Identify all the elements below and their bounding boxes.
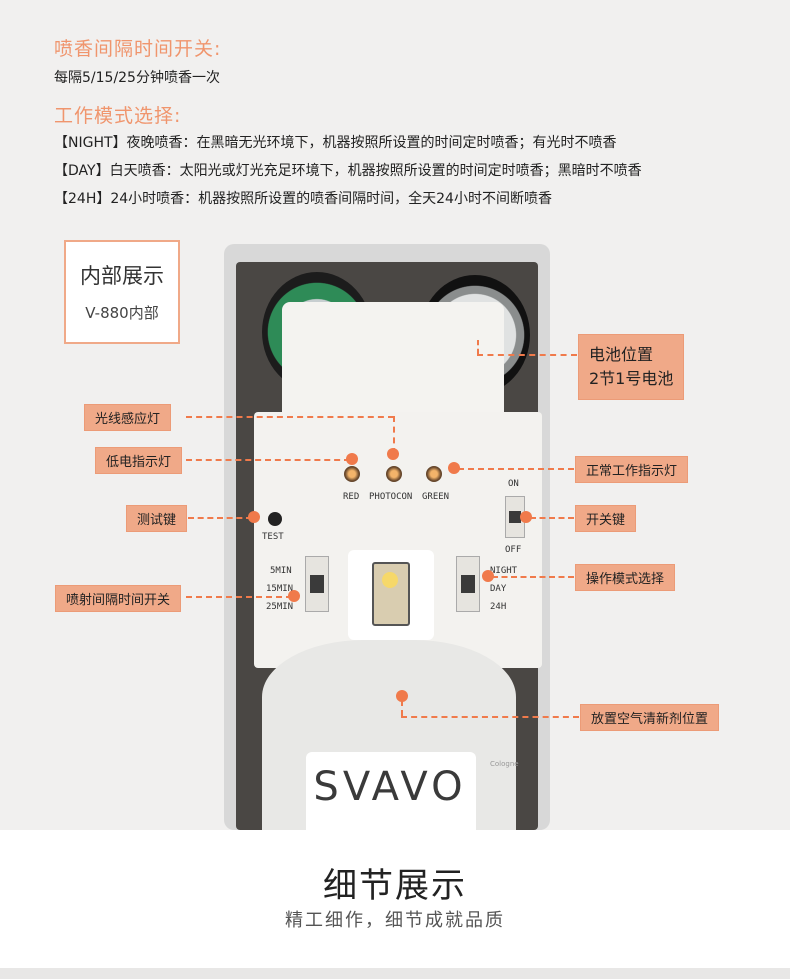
green-led-label: GREEN — [422, 492, 450, 502]
light-sensor-callout: 光线感应灯 — [84, 404, 172, 431]
refill-leader-h — [401, 716, 579, 718]
light-sensor-point — [387, 448, 399, 460]
nozzle — [372, 562, 410, 626]
low-battery-leader — [186, 459, 350, 461]
interval-5min-label: 5MIN — [270, 566, 292, 576]
battery-callout: 电池位置 2节1号电池 — [578, 334, 685, 400]
mode-select-leader — [492, 576, 574, 578]
mode-24h-label: 24H — [490, 602, 507, 612]
bottom-divider — [0, 968, 790, 979]
battery-leader-v — [477, 340, 479, 354]
mode-select-callout: 操作模式选择 — [575, 564, 676, 591]
mode-day-text: 【DAY】白天喷香：太阳光或灯光充足环境下，机器按照所设置的时间定时喷香；黑暗时… — [54, 163, 642, 179]
test-button[interactable] — [268, 512, 282, 526]
battery-cover — [282, 302, 504, 422]
mode-24h-text: 【24H】24小时喷香：机器按照所设置的喷香间隔时间，全天24小时不间断喷香 — [54, 191, 552, 207]
interval-text: 每隔5/15/25分钟喷香一次 — [54, 70, 220, 86]
can-label — [306, 752, 476, 830]
header-section — [0, 0, 790, 232]
battery-callout-line2: 2节1号电池 — [589, 369, 674, 388]
red-led-label: RED — [343, 492, 360, 502]
interval-15min-label: 15MIN — [266, 584, 294, 594]
light-sensor-leader-h — [186, 416, 394, 418]
inner-display-title: 内部展示 — [80, 264, 164, 288]
test-label: TEST — [262, 532, 284, 542]
mode-title: 工作模式选择: — [54, 105, 182, 127]
normal-work-leader — [458, 468, 574, 470]
mode-select-point — [482, 570, 494, 582]
interval-title: 喷香间隔时间开关: — [54, 38, 222, 60]
test-key-leader — [188, 517, 252, 519]
mode-night-text: 【NIGHT】夜晚喷香：在黑暗无光环境下，机器按照所设置的时间定时喷香；有光时不… — [54, 135, 617, 151]
mode-day-label: DAY — [490, 584, 507, 594]
mode-switch[interactable] — [456, 556, 480, 612]
low-battery-callout: 低电指示灯 — [95, 447, 183, 474]
normal-work-point — [448, 462, 460, 474]
detail-title: 细节展示 — [323, 866, 467, 906]
inner-display-box: 内部展示 V-880内部 — [64, 240, 180, 344]
low-battery-point — [346, 453, 358, 465]
refill-callout: 放置空气清新剂位置 — [580, 704, 720, 731]
brand-logo: SVAVO — [313, 764, 467, 810]
red-led — [344, 466, 360, 482]
refill-leader-v — [401, 700, 403, 716]
mode-night-label: NIGHT — [490, 566, 518, 576]
photocon-led — [386, 466, 402, 482]
test-key-point — [248, 511, 260, 523]
green-led — [426, 466, 442, 482]
off-label: OFF — [505, 545, 522, 555]
battery-leader-h — [477, 354, 577, 356]
test-key-callout: 测试键 — [126, 505, 188, 532]
power-key-callout: 开关键 — [575, 505, 637, 532]
power-key-leader — [530, 517, 574, 519]
nozzle-tip — [382, 572, 398, 588]
normal-work-callout: 正常工作指示灯 — [575, 456, 689, 483]
interval-switch-leader — [186, 596, 292, 598]
refill-point — [396, 690, 408, 702]
light-sensor-leader-v — [393, 416, 395, 454]
can-side-text: Cologne — [490, 760, 519, 768]
detail-subtitle: 精工细作，细节成就品质 — [285, 910, 505, 931]
power-key-point — [520, 511, 532, 523]
battery-callout-line1: 电池位置 — [589, 345, 654, 364]
interval-switch[interactable] — [305, 556, 329, 612]
on-label: ON — [508, 479, 519, 489]
photocon-led-label: PHOTOCON — [369, 492, 413, 502]
inner-display-model: V-880内部 — [85, 304, 159, 322]
interval-25min-label: 25MIN — [266, 602, 294, 612]
interval-switch-callout: 喷射间隔时间开关 — [55, 585, 182, 612]
interval-switch-point — [288, 590, 300, 602]
